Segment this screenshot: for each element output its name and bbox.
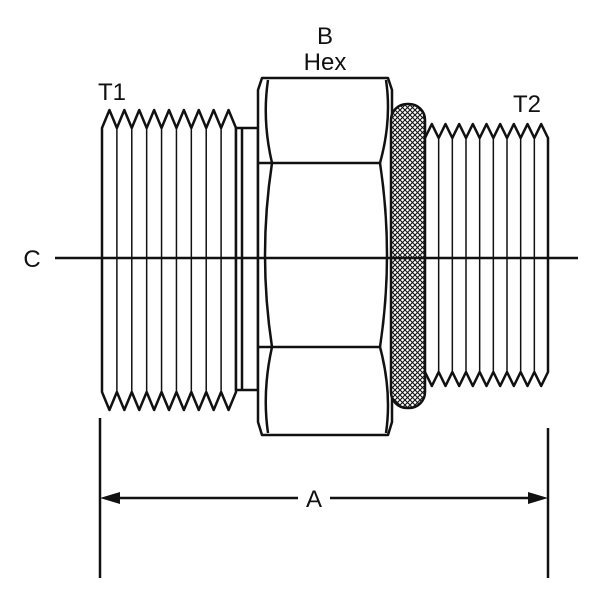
- label-hex: Hex: [304, 49, 347, 76]
- label-c: C: [23, 246, 40, 273]
- label-t2: T2: [513, 91, 541, 118]
- hex-body: [256, 76, 394, 437]
- label-b: B: [317, 23, 333, 50]
- arrow-left-icon: [100, 492, 120, 504]
- thread-t2: [423, 122, 550, 388]
- label-t1: T1: [98, 79, 126, 106]
- thread-outline: [100, 108, 238, 412]
- label-a: A: [306, 486, 322, 513]
- dimension-a: [98, 418, 550, 578]
- thread-outline: [423, 122, 550, 388]
- arrow-right-icon: [528, 492, 548, 504]
- o-ring: [389, 102, 427, 410]
- thread-t1: [100, 108, 238, 412]
